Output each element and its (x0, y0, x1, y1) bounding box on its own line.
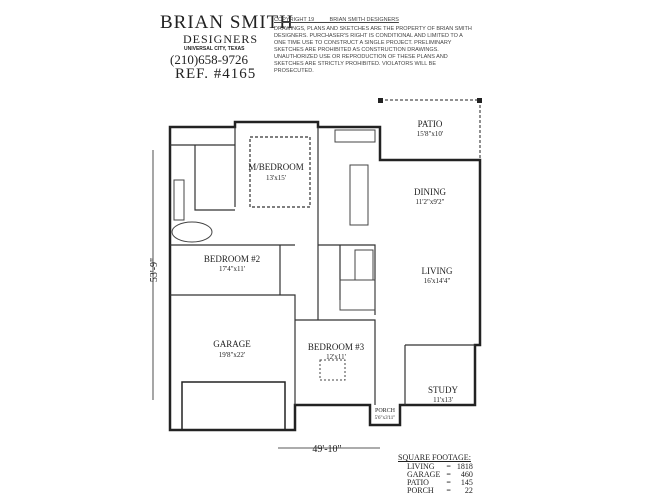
plan-reference: REF. #4165 (175, 66, 257, 82)
garage-door (181, 381, 286, 431)
sqft-row: LIVING=1818 (404, 463, 476, 471)
copyright-header: COPYRIGHT 19 BRIAN SMITH DESIGNERS (274, 17, 399, 23)
room-label-living: LIVING (422, 266, 453, 276)
depth-dimension: 53'-9" (149, 258, 160, 282)
width-dimension: 49'-10" (312, 444, 341, 455)
sqft-label: PATIO (407, 478, 429, 487)
sqft-value: 145 (460, 478, 473, 487)
hall-bath-tub (354, 249, 374, 281)
room-label-bedroom-3: BEDROOM #3 (308, 342, 365, 352)
sqft-label: LIVING (407, 462, 435, 471)
dimension-lines (152, 150, 380, 449)
copyright-block: COPYRIGHT 19 BRIAN SMITH DESIGNERS DRAWI… (274, 17, 474, 75)
patio-post (477, 98, 482, 103)
kitchen-island (349, 164, 369, 226)
room-size-study: 11'x13' (433, 396, 453, 404)
sqft-row: PATIO=145 (404, 479, 476, 487)
sqft-value: 460 (460, 470, 473, 479)
exterior-walls (168, 120, 482, 432)
room-label-bedroom-2: BEDROOM #2 (204, 254, 260, 264)
fixtures (171, 129, 376, 381)
patio-post (378, 98, 383, 103)
room-label-porch: PORCH (375, 408, 396, 414)
bathtub (171, 221, 213, 243)
room-size-porch: 5'6"x3'11" (375, 416, 396, 421)
closet (319, 359, 346, 381)
room-size-bedroom-3: 12'x11' (326, 353, 346, 361)
sqft-row: GARAGE=460 (404, 471, 476, 479)
fireplace (339, 279, 376, 311)
room-label-garage: GARAGE (213, 339, 251, 349)
sqft-row: PORCH=22 (404, 487, 476, 495)
room-label-study: STUDY (428, 385, 459, 395)
room-size-garage: 19'8"x22' (219, 351, 245, 359)
kitchen-counter (334, 129, 376, 143)
square-footage-table: SQUARE FOOTAGE: LIVING=1818 GARAGE=460 P… (398, 453, 476, 495)
copyright-notice: DRAWINGS, PLANS AND SKETCHES ARE THE PRO… (274, 26, 472, 74)
company-subtitle: DESIGNERS (183, 32, 259, 46)
sqft-value: 22 (464, 486, 473, 495)
vanity (173, 179, 185, 221)
room-label-dining: DINING (414, 187, 446, 197)
company-phone: (210)658-9726 (170, 52, 248, 67)
sqft-label: PORCH (407, 486, 434, 495)
room-size-dining: 11'2"x9'2" (416, 198, 445, 206)
room-label-master-bedroom: M/BEDROOM (248, 162, 304, 172)
sqft-value: 1818 (456, 462, 473, 471)
room-size-patio: 15'8"x10' (417, 130, 443, 138)
room-label-patio: PATIO (418, 119, 443, 129)
room-size-master-bedroom: 13'x15' (266, 174, 286, 182)
sqft-label: GARAGE (407, 470, 441, 479)
company-name: BRIAN SMITH (160, 12, 294, 33)
room-size-living: 16'x14'4" (424, 277, 451, 285)
square-footage-title: SQUARE FOOTAGE: (398, 453, 471, 462)
company-location: UNIVERSAL CITY, TEXAS (184, 46, 245, 52)
room-size-bedroom-2: 17'4"x11' (219, 265, 245, 273)
